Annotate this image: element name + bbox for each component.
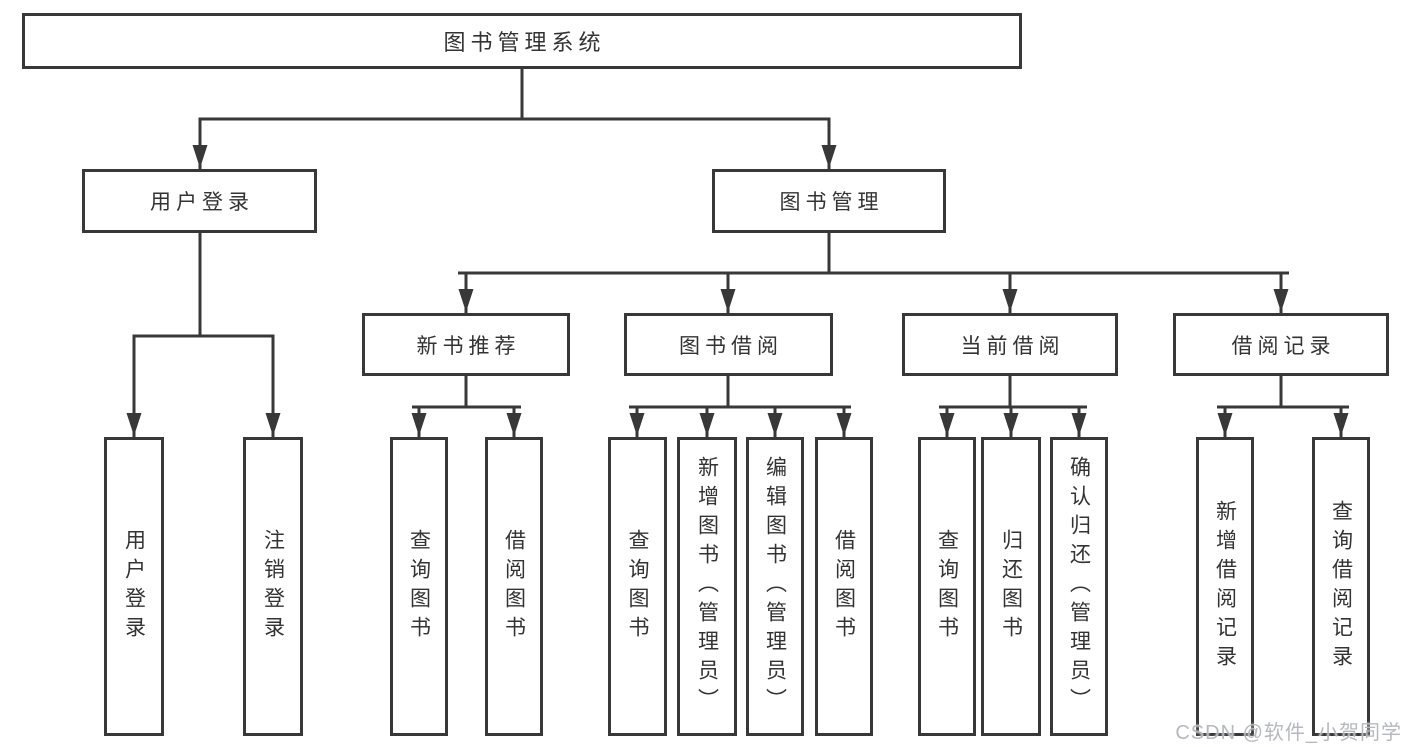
node-book-borrow: 图书借阅 [624,313,833,376]
node-label: 查询图书 [626,528,650,645]
node-current-borrow: 当前借阅 [902,313,1118,376]
node-label: 用户登录 [122,528,146,645]
leaf-borrow-book-2: 借阅图书 [815,437,873,736]
leaf-logout: 注销登录 [243,437,303,736]
leaf-query-book-2: 查询图书 [608,437,667,736]
connector-book-borrow-to-leaves [629,376,851,437]
connector-user-login-to-leaves [132,233,275,437]
node-label: 新书推荐 [416,334,521,358]
leaf-borrow-book-1: 借阅图书 [485,437,543,736]
node-label: 归还图书 [999,528,1023,645]
node-label: 图书管理系统 [443,30,606,55]
leaf-return-book: 归还图书 [981,437,1041,736]
node-root: 图书管理系统 [22,13,1022,69]
leaf-user-login: 用户登录 [104,437,164,736]
node-label: 查询图书 [407,528,431,645]
node-label: 注销登录 [261,528,285,645]
watermark: CSDN @软件_小贺同学 [1175,722,1402,744]
node-label: 图书管理 [779,191,884,214]
leaf-query-borrow-record: 查询借阅记录 [1312,437,1370,736]
node-label: 查询图书 [935,528,959,645]
leaf-edit-book-admin: 编辑图书（管理员） [746,437,804,736]
connector-borrow-records-to-leaves [1217,376,1349,437]
node-label: 借阅图书 [502,528,526,645]
node-label: 借阅记录 [1231,334,1336,358]
node-label: 新增借阅记录 [1213,499,1237,674]
node-borrow-records: 借阅记录 [1173,313,1389,376]
node-label: 新增图书（管理员） [695,456,719,717]
node-user-login: 用户登录 [82,169,317,233]
node-label: 用户登录 [150,191,254,214]
leaf-add-borrow-record: 新增借阅记录 [1196,437,1254,736]
connector-current-borrow-to-leaves [939,376,1087,437]
node-book-management: 图书管理 [712,169,946,233]
leaf-add-book-admin: 新增图书（管理员） [677,437,737,736]
node-label: 确认归还（管理员） [1067,456,1091,717]
leaf-query-book-1: 查询图书 [390,437,448,736]
leaf-query-book-3: 查询图书 [918,437,976,736]
node-label: 查询借阅记录 [1329,499,1353,674]
connector-book-management-to-level3 [458,233,1289,313]
node-label: 编辑图书（管理员） [763,456,787,717]
node-new-book-recommend: 新书推荐 [362,313,570,376]
node-label: 借阅图书 [832,528,856,645]
connector-root-to-level2 [198,69,831,169]
node-label: 图书借阅 [679,334,783,358]
leaf-confirm-return-admin: 确认归还（管理员） [1050,437,1108,736]
node-label: 当前借阅 [960,334,1065,358]
connector-new-book-recommend-to-leaves [412,376,521,437]
